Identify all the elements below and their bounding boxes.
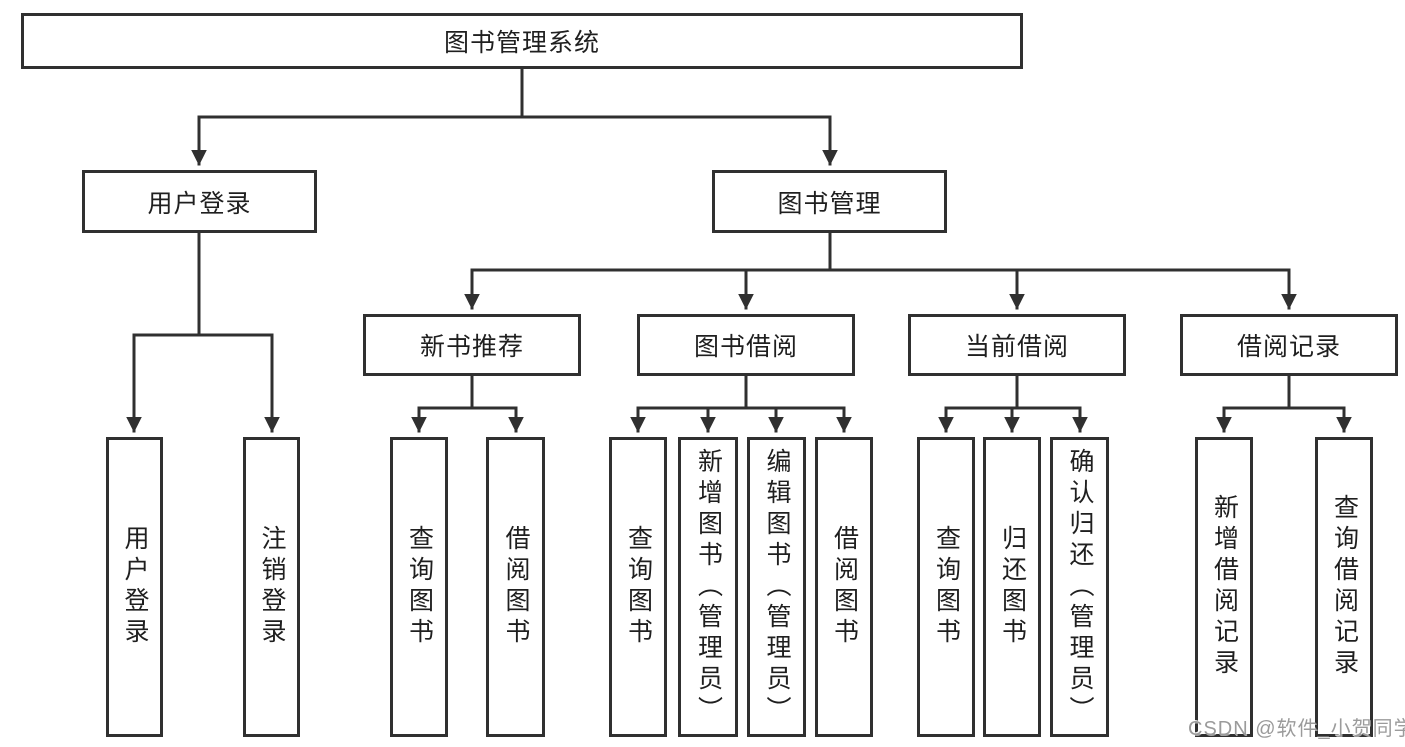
node-book-borrowing: 图书借阅	[637, 314, 855, 376]
leaf-logout: 注销登录	[243, 437, 300, 737]
node-borrowing-records: 借阅记录	[1180, 314, 1398, 376]
leaf-confirm-return-admin: 确认归还（管理员）	[1050, 437, 1109, 737]
leaf-user-login-label: 用户登录	[121, 525, 149, 649]
leaf-borrow-books-borrowing-label: 借阅图书	[830, 525, 859, 649]
node-borrowing-records-label: 借阅记录	[1236, 333, 1341, 361]
leaf-return-books-label: 归还图书	[998, 525, 1027, 649]
leaf-return-books: 归还图书	[983, 437, 1041, 737]
leaf-add-borrow-record: 新增借阅记录	[1195, 437, 1253, 737]
leaf-query-books-current-label: 查询图书	[932, 525, 961, 649]
leaf-edit-book-admin: 编辑图书（管理员）	[747, 437, 806, 737]
leaf-edit-book-admin-label: 编辑图书（管理员）	[763, 447, 791, 727]
leaf-logout-label: 注销登录	[258, 525, 286, 649]
leaf-add-borrow-record-label: 新增借阅记录	[1210, 494, 1239, 680]
leaf-borrow-books-borrowing: 借阅图书	[815, 437, 873, 737]
leaf-confirm-return-admin-label: 确认归还（管理员）	[1066, 447, 1094, 727]
node-new-book-recommend-label: 新书推荐	[419, 333, 524, 361]
leaf-user-login: 用户登录	[106, 437, 163, 737]
leaf-query-books-borrowing: 查询图书	[609, 437, 667, 737]
node-user-login-label: 用户登录	[147, 189, 252, 218]
leaf-add-book-admin: 新增图书（管理员）	[678, 437, 738, 737]
leaf-query-books-recommend: 查询图书	[390, 437, 448, 737]
leaf-add-book-admin-label: 新增图书（管理员）	[694, 447, 723, 727]
csdn-watermark: CSDN @软件_小贺同学	[1188, 718, 1405, 740]
leaf-query-books-borrowing-label: 查询图书	[624, 525, 653, 649]
leaf-borrow-books-recommend-label: 借阅图书	[502, 525, 530, 649]
leaf-query-borrow-record: 查询借阅记录	[1315, 437, 1373, 737]
node-book-borrowing-label: 图书借阅	[693, 333, 798, 361]
leaf-query-borrow-record-label: 查询借阅记录	[1330, 494, 1359, 680]
node-current-borrowing: 当前借阅	[908, 314, 1126, 376]
node-book-management-label: 图书管理	[777, 189, 882, 218]
node-current-borrowing-label: 当前借阅	[964, 333, 1069, 361]
leaf-borrow-books-recommend: 借阅图书	[486, 437, 545, 737]
node-root-system-label: 图书管理系统	[443, 29, 600, 57]
node-root-system: 图书管理系统	[21, 13, 1023, 69]
node-book-management: 图书管理	[712, 170, 947, 233]
node-new-book-recommend: 新书推荐	[363, 314, 581, 376]
leaf-query-books-current: 查询图书	[917, 437, 975, 737]
node-user-login: 用户登录	[82, 170, 317, 233]
leaf-query-books-recommend-label: 查询图书	[405, 525, 434, 649]
